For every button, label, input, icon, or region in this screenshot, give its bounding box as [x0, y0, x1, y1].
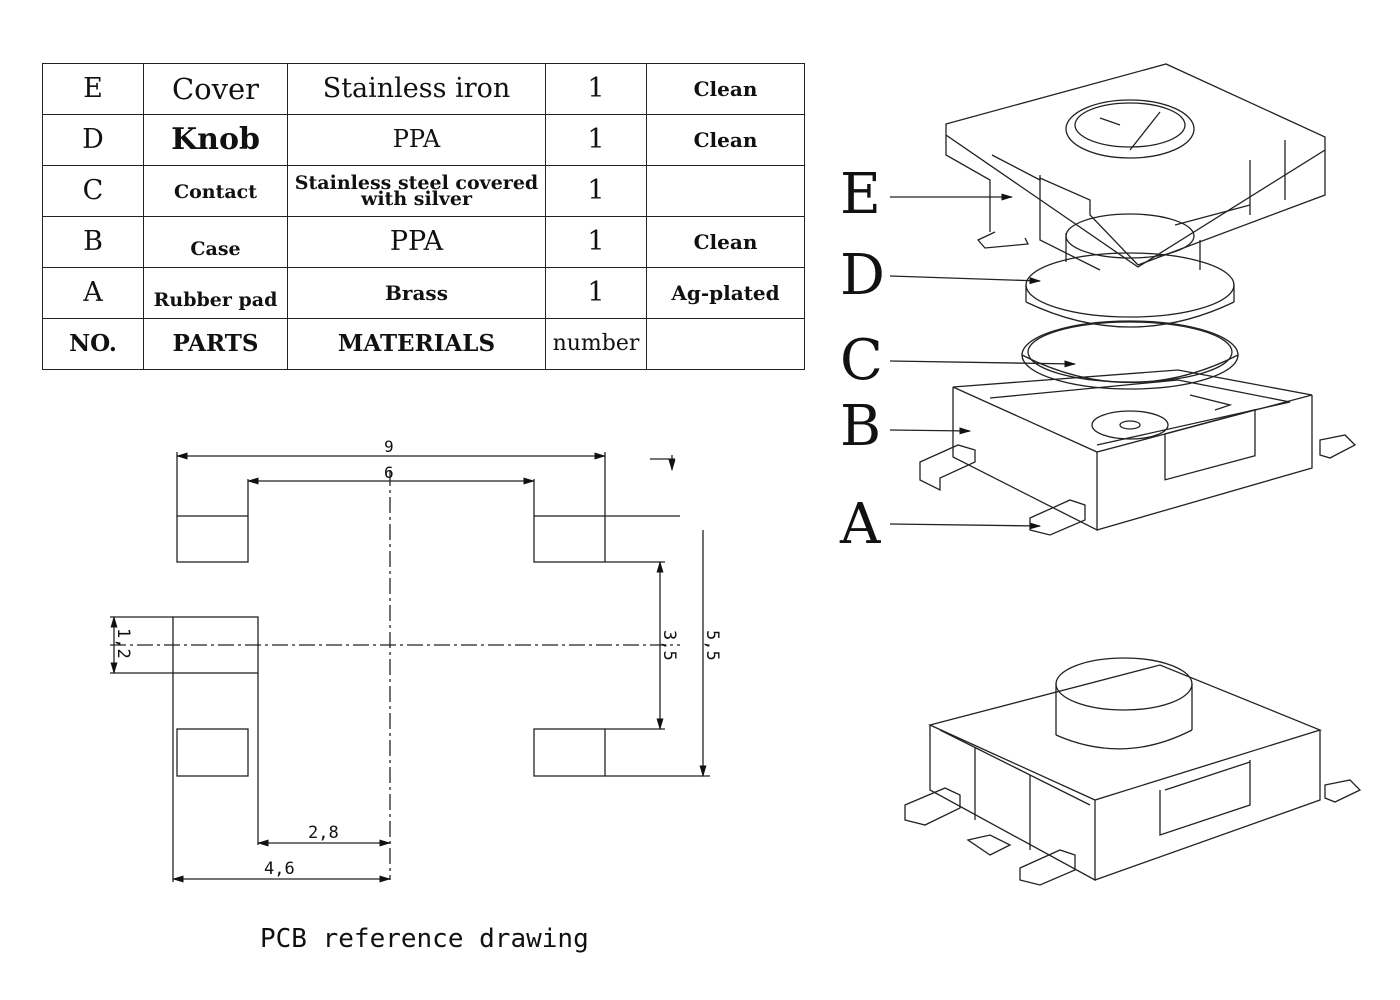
parts-table: E Cover Stainless iron 1 Clean D Knob PP…: [42, 63, 805, 370]
dim-label-9: 9: [384, 437, 394, 456]
table-header-row: NO. PARTS MATERIALS number: [42, 318, 805, 370]
part-name: Contact: [143, 165, 288, 217]
material-line-1: Stainless steel covered: [294, 171, 539, 194]
contact-part: [1021, 320, 1239, 390]
part-no: A: [42, 267, 144, 319]
pad-bottom-right: [533, 728, 606, 777]
part-remark: Clean: [646, 216, 805, 268]
assembled-switch: [904, 657, 1362, 886]
dim-label-2-8: 2,8: [308, 823, 339, 843]
pad-top-right: [533, 515, 606, 563]
part-material: Brass: [287, 267, 546, 319]
part-remark: Clean: [646, 63, 805, 115]
leader-d: [889, 275, 1042, 285]
leader-b: [889, 427, 972, 435]
callout-label-e: E: [840, 162, 881, 227]
part-remark: Ag-plated: [646, 267, 805, 319]
material-line-2: with silver: [360, 188, 473, 210]
dim-label-5-5: 5,5: [702, 630, 722, 661]
dim-label-6: 6: [384, 463, 394, 482]
table-row: B Case PPA 1 Clean: [42, 216, 805, 268]
part-number: 1: [545, 165, 647, 217]
leader-c: [889, 360, 1077, 368]
header-number: number: [545, 318, 647, 370]
part-name: Rubber pad: [143, 267, 288, 319]
pad-top-left: [176, 515, 249, 563]
pcb-caption: PCB reference drawing: [260, 924, 589, 954]
part-number: 1: [545, 216, 647, 268]
callout-label-c: C: [840, 328, 883, 393]
case-part: [919, 369, 1357, 536]
part-number: 1: [545, 63, 647, 115]
part-no: B: [42, 216, 144, 268]
cover-part: [945, 63, 1326, 271]
pad-bottom-left: [176, 728, 249, 777]
header-parts: PARTS: [143, 318, 288, 370]
part-name: Cover: [143, 63, 288, 115]
leader-a: [889, 522, 1042, 530]
dim-label-1-2: 1,2: [113, 628, 133, 659]
callout-label-a: A: [839, 492, 881, 557]
header-no: NO.: [42, 318, 144, 370]
part-number: 1: [545, 267, 647, 319]
callout-label-d: D: [840, 243, 885, 308]
table-row: C Contact Stainless steel covered with s…: [42, 165, 805, 217]
part-number: 1: [545, 114, 647, 166]
knob-part: [1025, 213, 1235, 328]
table-row: A Rubber pad Brass 1 Ag-plated: [42, 267, 805, 319]
part-material: Stainless steel covered with silver: [287, 165, 546, 217]
part-name: Case: [143, 216, 288, 268]
table-row: E Cover Stainless iron 1 Clean: [42, 63, 805, 115]
part-no: C: [42, 165, 144, 217]
callout-label-b: B: [840, 394, 881, 459]
part-name: Knob: [143, 114, 288, 166]
header-remark: [646, 318, 805, 370]
part-no: E: [42, 63, 144, 115]
dim-label-4-6: 4,6: [264, 859, 295, 879]
dim-label-3-5: 3,5: [659, 630, 679, 661]
header-materials: MATERIALS: [287, 318, 546, 370]
